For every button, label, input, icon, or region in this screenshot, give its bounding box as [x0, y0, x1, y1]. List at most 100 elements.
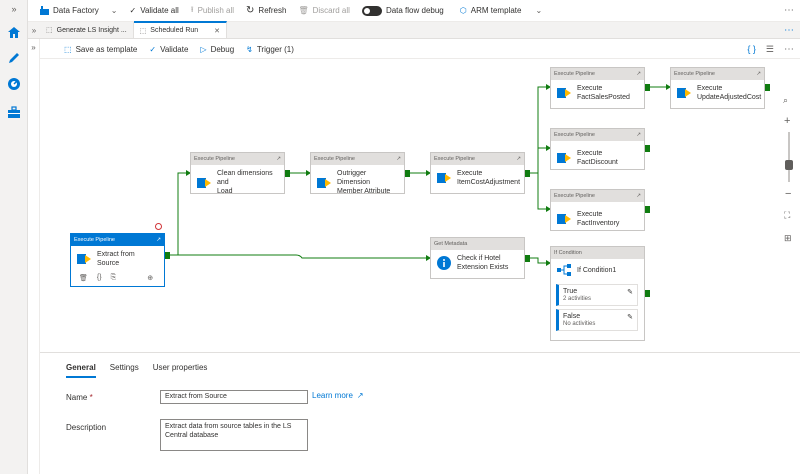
description-textarea[interactable]: Extract data from source tables in the L… — [160, 419, 308, 451]
activity-name: Execute FactDiscount — [577, 150, 618, 166]
activity-name-line2: UpdateAdjustedCost — [697, 94, 762, 101]
expand-resources-icon[interactable]: » — [31, 43, 36, 52]
activity-if-condition[interactable]: If Condition If Condition1 True✎ 2 activ… — [550, 246, 645, 341]
tab-label: Scheduled Run — [150, 27, 199, 34]
activity-fact-inventory[interactable]: Execute Pipeline↗ Execute FactInventory — [550, 189, 645, 231]
edit-pencil-icon[interactable]: ✎ — [627, 314, 633, 321]
activity-name-line1: Execute — [577, 85, 603, 92]
activity-type-label: Execute Pipeline — [434, 156, 475, 162]
code-view-icon[interactable]: { } — [747, 44, 756, 54]
open-external-icon[interactable]: ↗ — [396, 156, 401, 162]
left-rail: » — [0, 0, 28, 474]
tab-settings[interactable]: Settings — [109, 363, 139, 372]
code-icon[interactable]: {} — [96, 274, 102, 281]
collapse-tree-icon[interactable]: » — [31, 25, 37, 35]
name-input[interactable]: Extract from Source — [160, 390, 308, 404]
data-flow-debug-toggle[interactable]: Data flow debug — [361, 5, 444, 16]
success-output-handle[interactable] — [645, 145, 650, 152]
trigger-button[interactable]: ↯ Trigger (1) — [246, 45, 294, 54]
zoom-slider[interactable] — [785, 132, 793, 182]
manage-toolbox-icon[interactable] — [4, 102, 24, 122]
checkmark-icon: ✓ — [129, 6, 137, 15]
toggle-switch[interactable] — [361, 5, 382, 16]
success-output-handle[interactable] — [525, 170, 530, 177]
save-as-template-button[interactable]: ⬚ Save as template — [64, 45, 137, 54]
success-output-handle[interactable] — [525, 255, 530, 262]
edit-pencil-icon[interactable]: ✎ — [627, 289, 633, 296]
tab-user-properties[interactable]: User properties — [152, 363, 208, 372]
pipeline-canvas[interactable]: Execute Pipeline↗ Extract from Source 🗑 … — [40, 60, 800, 352]
data-factory-menu[interactable]: Data Factory ⌄ — [40, 6, 118, 15]
zoom-out-icon[interactable]: − — [785, 188, 792, 200]
arm-template-label: ARM template — [470, 6, 522, 15]
success-output-handle[interactable] — [285, 170, 290, 177]
expand-rail-icon[interactable]: » — [11, 4, 17, 14]
monitor-icon[interactable] — [4, 74, 24, 94]
arm-template-menu[interactable]: ⬡ ARM template ⌄ — [460, 6, 542, 15]
open-external-icon[interactable]: ↗ — [156, 237, 161, 243]
more-options-icon[interactable]: ⋯ — [784, 43, 794, 55]
tabs-more-icon[interactable]: ⋯ — [784, 24, 794, 36]
more-options-icon[interactable]: ⋯ — [784, 5, 794, 16]
branch-count: No activities — [563, 321, 596, 327]
discard-all-button[interactable]: 🗑 Discard all — [298, 6, 350, 15]
execute-pipeline-icon — [557, 153, 571, 163]
tab-scheduled-run[interactable]: ⬚ Scheduled Run ✕ — [133, 21, 228, 38]
activity-type-label: Get Metadata — [434, 241, 468, 247]
zoom-in-icon[interactable]: + — [784, 115, 791, 127]
validate-all-button[interactable]: ✓ Validate all — [130, 6, 179, 15]
validate-button[interactable]: ✓ Validate — [149, 45, 188, 54]
if-false-branch[interactable]: False✎ No activities — [556, 309, 638, 331]
open-external-icon[interactable]: ↗ — [756, 71, 761, 77]
success-output-handle[interactable] — [165, 252, 170, 259]
activity-name-line2: Extension Exists — [457, 264, 509, 271]
learn-more-label: Learn more — [312, 391, 353, 400]
success-output-handle[interactable] — [645, 290, 650, 297]
open-external-icon[interactable]: ↗ — [636, 71, 641, 77]
properties-panel: General Settings User properties Name * … — [40, 352, 800, 474]
if-true-branch[interactable]: True✎ 2 activities — [556, 284, 638, 306]
execute-pipeline-icon — [557, 88, 571, 98]
refresh-button[interactable]: ↻ Refresh — [246, 5, 286, 16]
debug-button[interactable]: ▷ Debug — [200, 45, 234, 54]
close-icon[interactable]: ✕ — [214, 27, 221, 35]
open-external-icon[interactable]: ↗ — [516, 156, 521, 162]
publish-all-button[interactable]: ⭱ Publish all — [191, 4, 234, 18]
zoom-slider-thumb[interactable] — [785, 160, 793, 170]
success-output-handle[interactable] — [645, 206, 650, 213]
properties-icon[interactable]: ☰ — [765, 43, 774, 54]
open-external-icon: ↗ — [356, 391, 364, 400]
add-output-icon[interactable]: ⊕ — [147, 275, 154, 282]
fit-to-screen-icon[interactable]: ⛶ — [784, 210, 791, 220]
tab-general[interactable]: General — [66, 363, 96, 378]
activity-extract-from-source[interactable]: Execute Pipeline↗ Extract from Source 🗑 … — [70, 233, 165, 287]
activity-fact-discount[interactable]: Execute Pipeline↗ Execute FactDiscount — [550, 128, 645, 170]
success-output-handle[interactable] — [405, 170, 410, 177]
description-field-label: Description — [66, 423, 107, 432]
author-pencil-icon[interactable] — [4, 48, 24, 68]
learn-more-link[interactable]: Learn more ↗ — [312, 391, 364, 400]
tab-generate-ls-insight[interactable]: ⬚ Generate LS Insight ... — [40, 22, 134, 38]
tab-label: Generate LS Insight ... — [56, 26, 127, 34]
search-icon[interactable]: ⌕ — [783, 95, 789, 105]
data-factory-icon — [40, 6, 49, 15]
pipeline-icon: ⬚ — [139, 27, 147, 35]
open-external-icon[interactable]: ↗ — [636, 132, 641, 138]
lightning-icon: ↯ — [246, 44, 253, 54]
success-output-handle[interactable] — [645, 84, 650, 91]
activity-name-line2: Load — [217, 188, 233, 195]
top-toolbar: Data Factory ⌄ ✓ Validate all ⭱ Publish … — [28, 0, 800, 22]
home-icon[interactable] — [4, 22, 24, 42]
open-external-icon[interactable]: ↗ — [636, 193, 641, 199]
delete-icon[interactable]: 🗑 — [79, 275, 88, 282]
auto-align-icon[interactable]: ⊞ — [784, 233, 792, 243]
success-output-handle[interactable] — [765, 84, 770, 91]
open-external-icon[interactable]: ↗ — [276, 156, 281, 162]
copy-icon[interactable]: ⎘ — [110, 274, 117, 281]
